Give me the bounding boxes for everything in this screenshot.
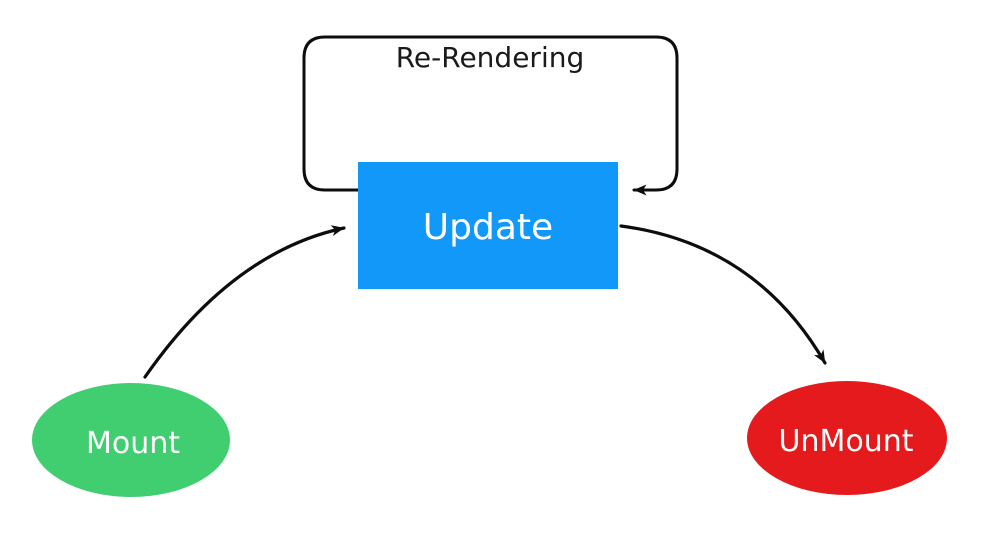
- mount-node: [32, 383, 230, 497]
- unmount-node: [747, 381, 947, 495]
- update-node-label: Update: [423, 207, 553, 248]
- update-node: [358, 162, 618, 289]
- update-to-unmount-arrow: [619, 224, 827, 365]
- mount-node-label: Mount: [86, 426, 180, 461]
- mount-to-update-arrow: [143, 225, 346, 379]
- rerendering-loop-arrow: [302, 35, 679, 196]
- rerendering-label: Re-Rendering: [396, 41, 585, 74]
- unmount-node-label: UnMount: [779, 424, 914, 459]
